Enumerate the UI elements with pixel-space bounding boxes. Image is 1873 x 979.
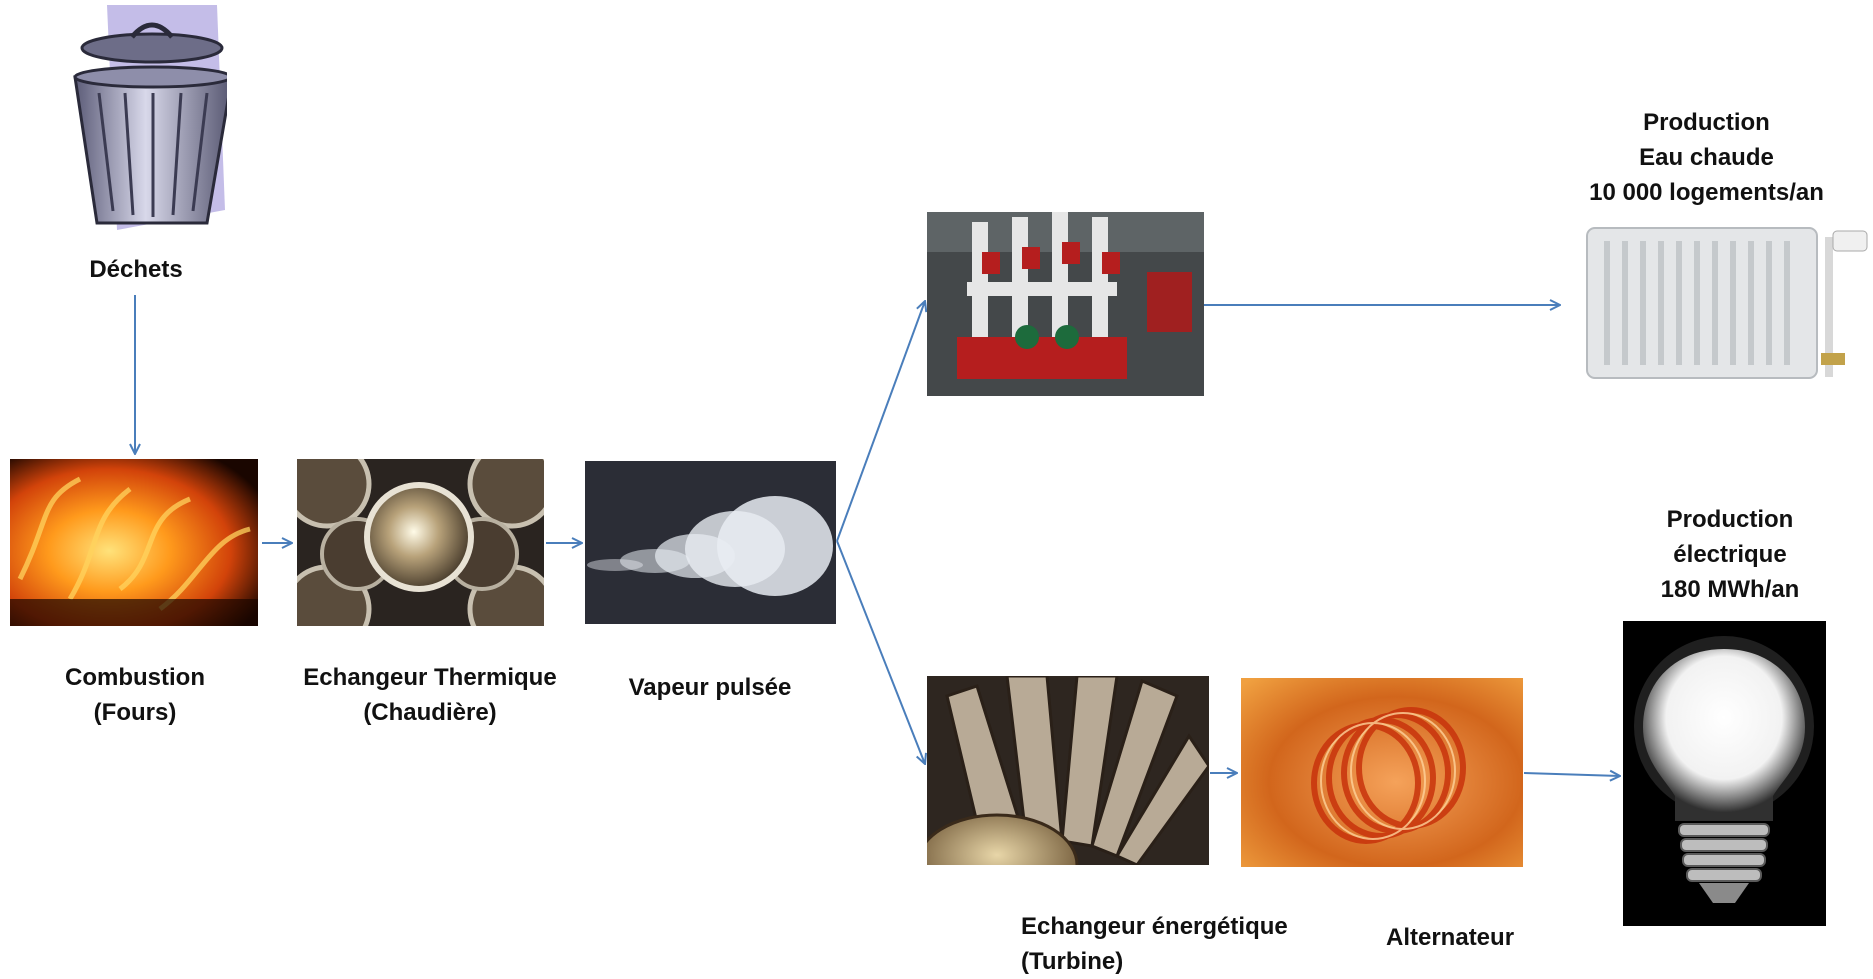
label-combustion-line1: Combustion: [65, 664, 205, 691]
label-combustion: Combustion (Fours): [20, 660, 250, 730]
label-turbine-line2: (Turbine): [1021, 948, 1124, 975]
label-echangeur-thermique-line2: (Chaudière): [363, 699, 497, 726]
label-alternateur-text: Alternateur: [1386, 924, 1515, 951]
label-production-elec-line2: électrique: [1673, 541, 1787, 568]
label-production-eau: Production Eau chaude 10 000 logements/a…: [1540, 105, 1873, 210]
copper-coil-photo: [1241, 678, 1523, 867]
label-echangeur-thermique-line1: Echangeur Thermique: [303, 664, 557, 691]
radiator-icon: [1583, 223, 1873, 383]
label-combustion-line2: (Fours): [93, 699, 177, 726]
label-turbine: Echangeur énergétique (Turbine): [1021, 909, 1288, 979]
label-production-eau-line1: Production: [1643, 109, 1770, 136]
label-production-elec-line1: Production: [1666, 506, 1794, 533]
label-alternateur: Alternateur: [1386, 920, 1514, 955]
label-echangeur-thermique: Echangeur Thermique (Chaudière): [285, 660, 575, 730]
steam-cloud-photo: [585, 461, 836, 624]
flames-photo: [10, 459, 258, 626]
trash-can-icon: [57, 5, 227, 230]
label-production-elec: Production électrique 180 MWh/an: [1620, 502, 1840, 607]
pump-room-photo: [927, 212, 1204, 396]
label-production-eau-line2: Eau chaude: [1639, 144, 1774, 171]
arrow-vapeur-to-pumproom: [836, 301, 925, 542]
tube-bundle-photo: [297, 459, 544, 626]
label-turbine-line1: Echangeur énergétique: [1021, 913, 1288, 940]
label-production-elec-line3: 180 MWh/an: [1660, 576, 1800, 603]
label-vapeur-text: Vapeur pulsée: [628, 674, 792, 701]
arrow-vapeur-to-turbine: [836, 540, 925, 764]
label-dechets-text: Déchets: [89, 256, 183, 283]
turbine-blades-photo: [927, 676, 1209, 865]
arrow-alternator-to-bulb: [1523, 773, 1620, 776]
label-vapeur: Vapeur pulsée: [605, 670, 815, 705]
label-dechets: Déchets: [66, 252, 206, 287]
label-production-eau-line3: 10 000 logements/an: [1589, 179, 1824, 206]
light-bulb-photo: [1623, 621, 1826, 926]
